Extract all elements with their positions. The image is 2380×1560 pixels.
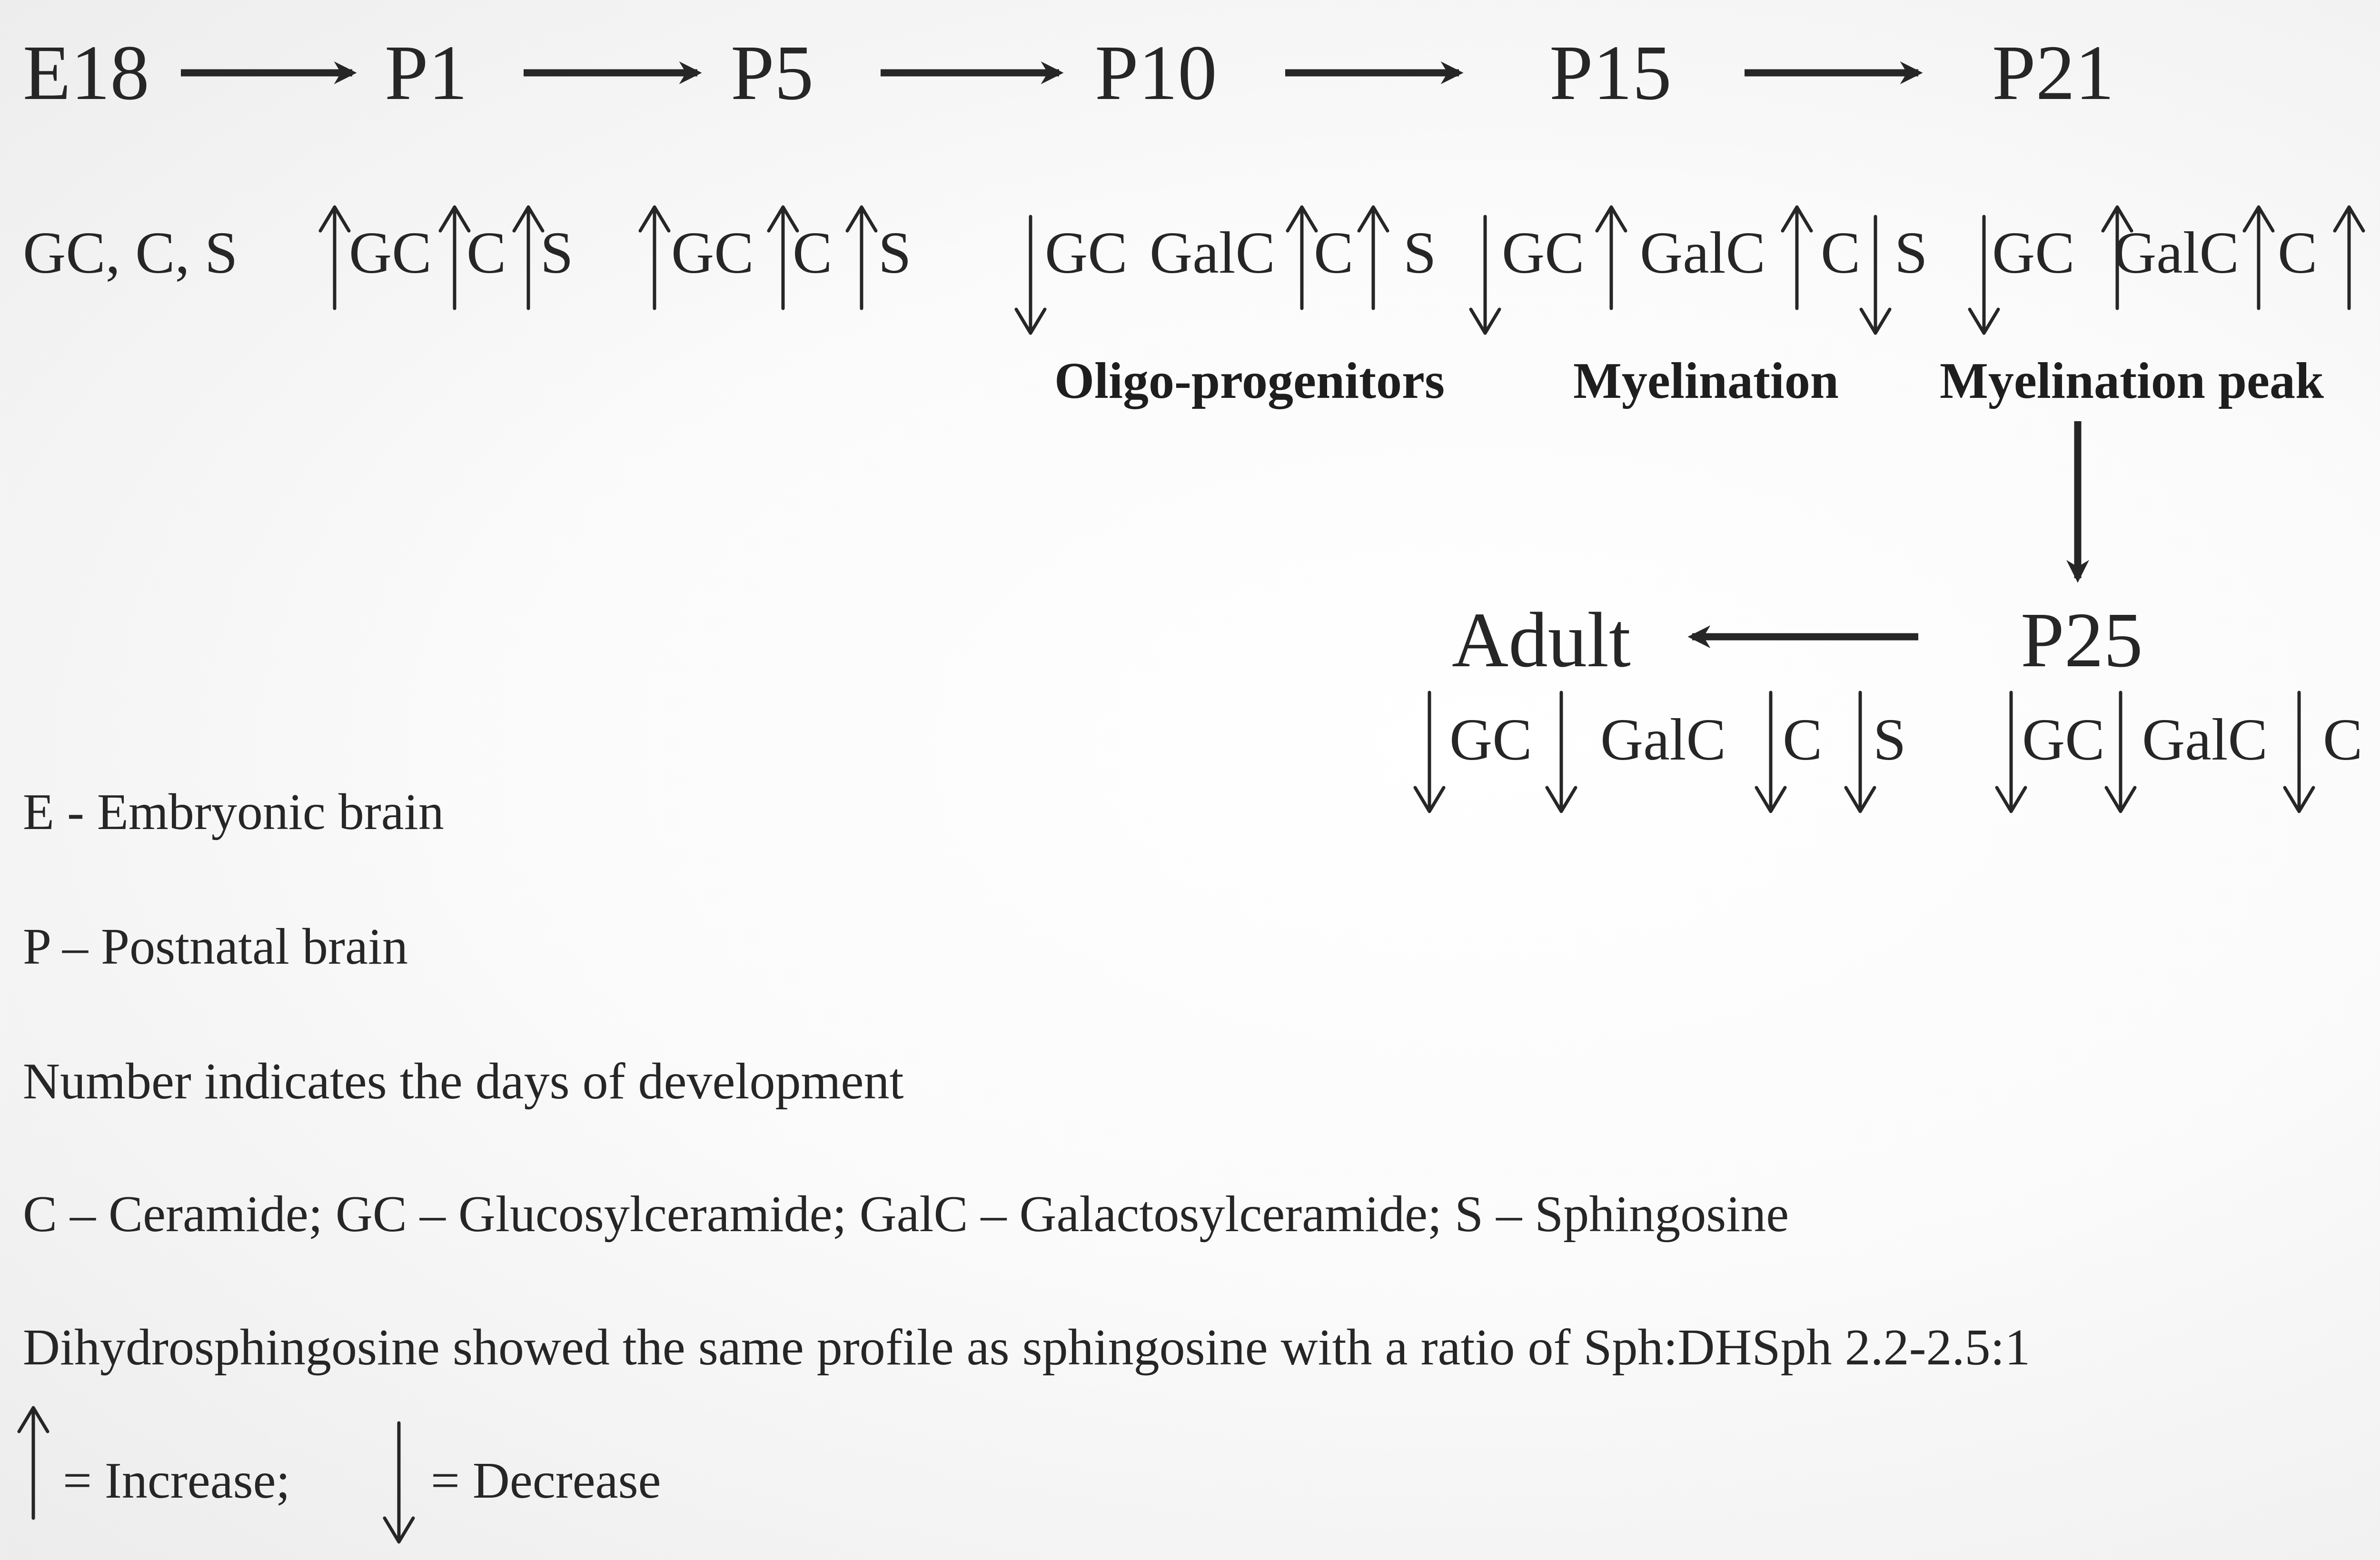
arrow-down-icon (1968, 215, 2000, 335)
lipid-gc-p1: GC (349, 220, 432, 286)
lipid-s-adult: S (1873, 707, 1906, 773)
lipid-s-p10: S (1403, 220, 1437, 286)
arrow-down-icon (1859, 215, 1892, 335)
arrow-down-icon (2283, 691, 2315, 813)
lipid-c-p5: C (793, 220, 833, 286)
stage-e18: E18 (23, 29, 149, 116)
arrow-up-icon (1357, 205, 1389, 310)
lipid-gc-p15: GC (1502, 220, 1585, 286)
lipid-gc-adult: GC (1449, 707, 1532, 773)
arrow-up-icon (17, 1406, 50, 1520)
arrow-down-icon (1014, 215, 1047, 335)
legend-dihydrosphingosine-note: Dihydrosphingosine showed the same profi… (23, 1319, 2031, 1376)
phase-label-myelination-peak: Myelination peak (1940, 353, 2324, 409)
stage-p25: P25 (2021, 596, 2143, 683)
stage-p15: P15 (1549, 29, 1672, 116)
arrow-up-icon (1595, 205, 1627, 310)
arrow-up-icon (638, 205, 671, 310)
phase-label-myelination: Myelination (1573, 353, 1839, 409)
lipid-c-adult: C (1783, 707, 1823, 773)
arrow-down-icon (1469, 215, 1501, 335)
stage-adult: Adult (1452, 596, 1631, 683)
lipid-gc-p5: GC (671, 220, 754, 286)
legend-postnatal: P – Postnatal brain (23, 918, 408, 975)
phase-label-oligo-progenitors: Oligo-progenitors (1054, 353, 1445, 409)
arrow-up-icon (2242, 205, 2275, 310)
lipid-galc-p25: GalC (2142, 707, 2268, 773)
arrow-down-icon (1755, 691, 1787, 813)
lipid-c-p10: C (1314, 220, 1354, 286)
legend-increase: = Increase; (63, 1452, 290, 1509)
arrow-down-icon (1995, 691, 2027, 813)
arrow-down-icon (1413, 691, 1446, 813)
arrow-up-icon (1286, 205, 1318, 310)
lipid-c-p15: C (1821, 220, 1861, 286)
arrow-up-icon (2101, 205, 2133, 310)
lipid-s-p1: S (540, 220, 574, 286)
lipid-c-p21: C (2278, 220, 2318, 286)
lipid-s-p5: S (878, 220, 912, 286)
arrow-down-icon (1545, 691, 1577, 813)
arrow-down-icon (383, 1421, 415, 1544)
legend-day-number: Number indicates the days of development (23, 1053, 904, 1110)
lipid-galc-p21: GalC (2113, 220, 2239, 286)
lipids-e18: GC, C, S (23, 220, 238, 286)
stage-p21: P21 (1992, 29, 2114, 116)
lipid-gc-p21: GC (1992, 220, 2075, 286)
lipid-galc-adult: GalC (1600, 707, 1726, 773)
arrow-down-icon (2104, 691, 2137, 813)
lipid-gc-p25: GC (2022, 707, 2105, 773)
arrow-up-icon (767, 205, 799, 310)
stage-p10: P10 (1095, 29, 1217, 116)
arrow-up-icon (845, 205, 878, 310)
lipid-c-p25: C (2323, 707, 2363, 773)
stage-p5: P5 (731, 29, 814, 116)
arrow-up-icon (2333, 205, 2365, 310)
arrow-up-icon (438, 205, 471, 310)
arrow-down-icon (1844, 691, 1876, 813)
arrow-up-icon (318, 205, 351, 310)
arrow-up-icon (512, 205, 545, 310)
lipid-s-p15: S (1894, 220, 1928, 286)
lipid-c-p1: C (466, 220, 506, 286)
legend-abbreviations: C – Ceramide; GC – Glucosylceramide; Gal… (23, 1186, 1789, 1243)
lipid-galc-p15: GalC (1640, 220, 1765, 286)
legend-embryonic: E - Embryonic brain (23, 784, 444, 840)
legend-decrease: = Decrease (431, 1452, 661, 1509)
arrow-up-icon (1781, 205, 1813, 310)
stage-p1: P1 (385, 29, 468, 116)
lipid-gc-p10: GC (1045, 220, 1128, 286)
lipid-galc-p10: GalC (1150, 220, 1275, 286)
